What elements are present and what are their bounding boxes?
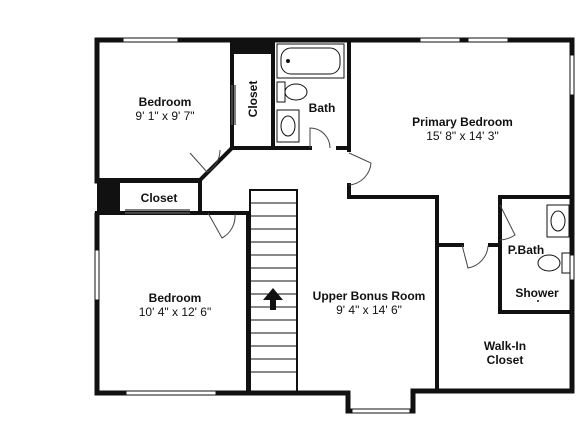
room-label-bath: Bath	[304, 101, 340, 115]
room-label-upper-bonus: Upper Bonus Room 9' 4" x 14' 6"	[303, 289, 435, 317]
toilet-icon	[276, 81, 571, 274]
stair-arrow-icon	[263, 288, 283, 310]
room-name: Shower	[515, 286, 559, 300]
stairs	[249, 189, 298, 394]
room-label-p-bath: P.Bath	[503, 243, 549, 257]
closet-door	[125, 85, 236, 214]
room-name-line2: Closet	[486, 353, 524, 367]
door-swing-icon	[189, 127, 516, 269]
wall-block-top	[232, 40, 273, 54]
room-dims: 9' 1" x 9' 7"	[135, 109, 195, 123]
room-dims: 10' 4" x 12' 6"	[138, 305, 212, 319]
room-label-bedroom-top: Bedroom 9' 1" x 9' 7"	[120, 95, 210, 123]
room-name: Closet	[140, 191, 178, 205]
shower-drain-icon	[537, 300, 539, 302]
room-name: Bedroom	[148, 291, 202, 305]
room-name: Bedroom	[138, 95, 192, 109]
room-label-closet-mid: Closet	[125, 191, 193, 205]
bathtub-icon	[276, 43, 345, 79]
room-name: P.Bath	[507, 243, 545, 257]
room-name: Bath	[308, 101, 336, 115]
room-name: Walk-In	[483, 339, 527, 353]
room-name: Primary Bedroom	[412, 115, 513, 129]
room-dims: 15' 8" x 14' 3"	[426, 129, 499, 143]
room-label-primary-bedroom: Primary Bedroom 15' 8" x 14' 3"	[400, 115, 525, 143]
room-label-shower: Shower	[509, 286, 565, 300]
room-name: Upper Bonus Room	[312, 289, 426, 303]
room-label-bedroom-bottom: Bedroom 10' 4" x 12' 6"	[120, 291, 230, 319]
room-label-walk-in: Walk-In Closet	[470, 339, 540, 367]
sink-icon	[276, 109, 570, 238]
window-icon	[94, 37, 575, 414]
room-dims: 9' 4" x 14' 6"	[336, 303, 402, 317]
wall-block-left	[97, 181, 120, 213]
room-label-closet-top: Closet	[246, 80, 260, 118]
